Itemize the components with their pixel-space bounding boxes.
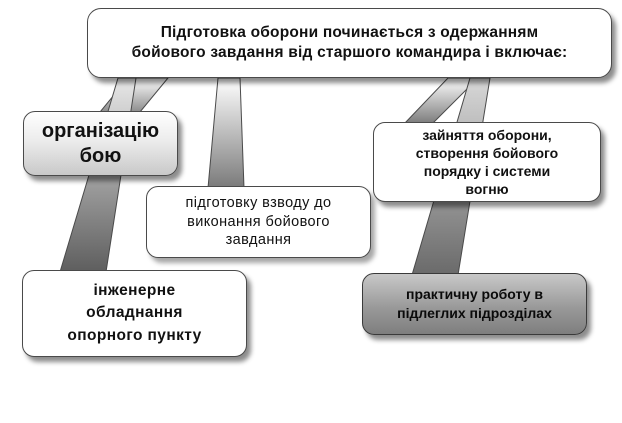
prep-line-2: виконання бойового	[187, 213, 330, 230]
engineer-line-3: опорного пункту	[67, 326, 202, 344]
prep-box: підготовку взводу до виконання бойового …	[146, 186, 371, 258]
organize-line-2: бою	[79, 144, 122, 167]
occupy-line-1: зайняття оборони,	[422, 126, 552, 143]
occupy-line-3: порядку і системи	[423, 163, 551, 179]
organize-box: організацію бою	[23, 111, 178, 176]
prep-line-1: підготовку взводу до	[185, 194, 332, 211]
occupy-line-4: вогню	[465, 181, 509, 198]
header-box: Підготовка оборони починається з одержан…	[87, 8, 612, 78]
practical-box: практичну роботу в підлеглих підрозділах	[362, 273, 587, 335]
practical-line-2: підлеглих підрозділах	[397, 305, 552, 321]
engineer-line-2: обладнання	[86, 304, 183, 322]
prep-line-3: завдання	[225, 232, 292, 249]
organize-line-1: організацію	[41, 119, 160, 142]
occupy-line-2: створення бойового	[415, 144, 559, 161]
engineer-line-1: інженерне	[93, 281, 176, 299]
connector-prep	[207, 77, 245, 189]
header-line-2: бойового завдання від старшого командира…	[131, 44, 568, 61]
header-line-1: Підготовка оборони починається з одержан…	[160, 23, 539, 41]
engineer-box: інженерне обладнання опорного пункту	[22, 270, 247, 357]
occupy-box: зайняття оборони, створення бойового пор…	[373, 122, 601, 202]
practical-line-1: практичну роботу в	[406, 286, 543, 303]
